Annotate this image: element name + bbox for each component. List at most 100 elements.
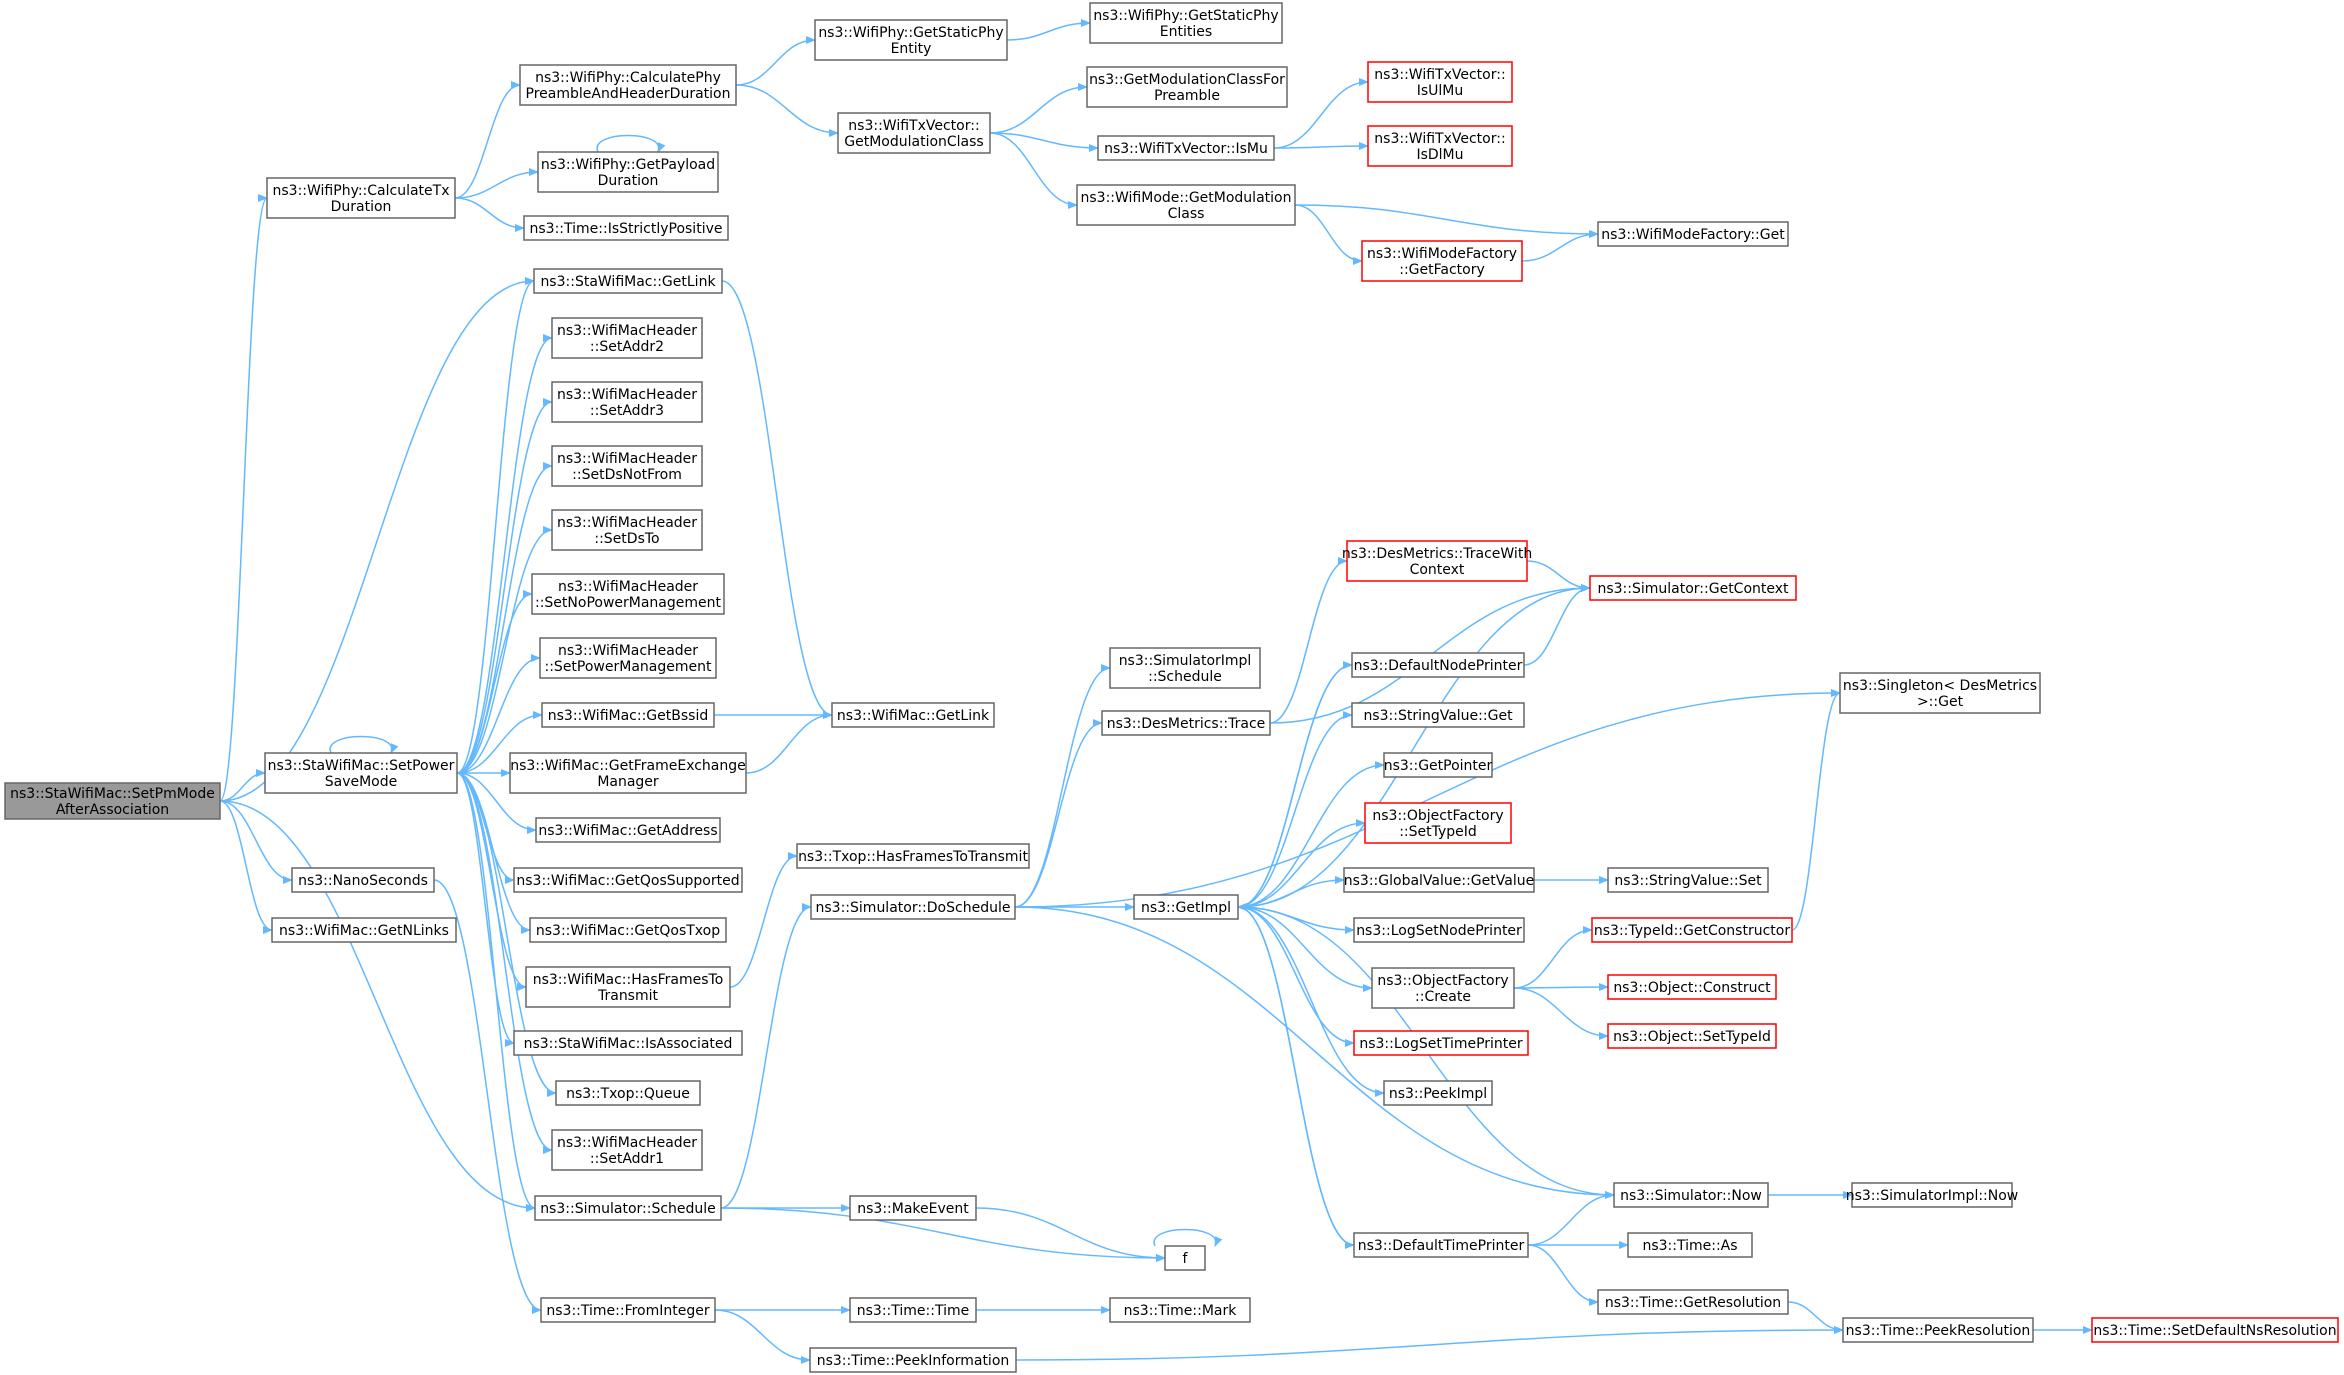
node-mode-get-mod-class[interactable]: ns3::WifiMode::GetModulationClass xyxy=(1076,184,1296,226)
node-set-addr2[interactable]: ns3::WifiMacHeader::SetAddr2 xyxy=(551,317,703,359)
node-box[interactable] xyxy=(1346,540,1528,582)
node-box[interactable] xyxy=(1607,867,1769,893)
node-box[interactable] xyxy=(1109,647,1261,689)
node-str-val-set[interactable]: ns3::StringValue::Set xyxy=(1607,867,1769,893)
node-mode-fact-get-factory[interactable]: ns3::WifiModeFactory::GetFactory xyxy=(1361,240,1523,282)
node-obj-construct[interactable]: ns3::Object::Construct xyxy=(1607,974,1777,1000)
node-box[interactable] xyxy=(533,268,723,294)
node-box[interactable] xyxy=(1371,967,1515,1009)
node-box[interactable] xyxy=(540,1297,716,1323)
node-time-get-res[interactable]: ns3::Time::GetResolution xyxy=(1597,1289,1789,1315)
node-txop-queue[interactable]: ns3::Txop::Queue xyxy=(555,1080,701,1106)
node-box[interactable] xyxy=(1097,135,1275,161)
node-box[interactable] xyxy=(1607,1023,1777,1049)
node-box[interactable] xyxy=(1364,802,1512,844)
node-sim-now[interactable]: ns3::Simulator::Now xyxy=(1613,1182,1769,1208)
node-box[interactable] xyxy=(1086,66,1288,108)
node-box[interactable] xyxy=(513,1030,743,1056)
node-box[interactable] xyxy=(266,177,456,219)
node-box[interactable] xyxy=(1842,1317,2034,1343)
node-box[interactable] xyxy=(1353,1030,1529,1056)
node-get-bssid[interactable]: ns3::WifiMac::GetBssid xyxy=(541,702,715,728)
node-box[interactable] xyxy=(551,445,703,487)
node-box[interactable] xyxy=(1383,1080,1493,1106)
node-make-event[interactable]: ns3::MakeEvent xyxy=(849,1195,977,1221)
node-get-address[interactable]: ns3::WifiMac::GetAddress xyxy=(535,817,721,843)
node-box[interactable] xyxy=(831,702,995,728)
node-get-qos-sup[interactable]: ns3::WifiMac::GetQosSupported xyxy=(513,867,743,893)
node-type-id-get-ctor[interactable]: ns3::TypeId::GetConstructor xyxy=(1591,917,1793,943)
node-box[interactable] xyxy=(1589,575,1797,601)
node-box[interactable] xyxy=(1367,125,1513,167)
node-get-nlinks[interactable]: ns3::WifiMac::GetNLinks xyxy=(271,917,457,943)
node-log-set-node[interactable]: ns3::LogSetNodePrinter xyxy=(1353,917,1525,943)
node-box[interactable] xyxy=(529,917,727,943)
node-box[interactable] xyxy=(4,782,221,820)
node-box[interactable] xyxy=(809,1347,1017,1373)
node-set-ds-to[interactable]: ns3::WifiMacHeader::SetDsTo xyxy=(551,509,703,551)
node-get-qos-txop[interactable]: ns3::WifiMac::GetQosTxop xyxy=(529,917,727,943)
node-box[interactable] xyxy=(291,867,435,893)
node-box[interactable] xyxy=(1627,1232,1753,1258)
node-box[interactable] xyxy=(1597,1289,1789,1315)
node-box[interactable] xyxy=(814,19,1008,61)
node-box[interactable] xyxy=(539,637,717,679)
node-def-time-printer[interactable]: ns3::DefaultTimePrinter xyxy=(1353,1232,1529,1258)
node-nano-sec[interactable]: ns3::NanoSeconds xyxy=(291,867,435,893)
node-box[interactable] xyxy=(555,1080,701,1106)
node-sim-impl-schedule[interactable]: ns3::SimulatorImpl::Schedule xyxy=(1109,647,1261,689)
node-get-impl[interactable]: ns3::GetImpl xyxy=(1133,894,1239,920)
node-box[interactable] xyxy=(535,817,721,843)
node-f[interactable]: f xyxy=(1164,1245,1206,1271)
node-box[interactable] xyxy=(796,843,1030,869)
node-box[interactable] xyxy=(1164,1245,1206,1271)
node-set-no-pwr[interactable]: ns3::WifiMacHeader::SetNoPowerManagement xyxy=(531,573,725,615)
node-box[interactable] xyxy=(849,1195,977,1221)
node-is-ul-mu[interactable]: ns3::WifiTxVector::IsUlMu xyxy=(1367,61,1513,103)
node-box[interactable] xyxy=(509,752,747,794)
node-box[interactable] xyxy=(1351,652,1525,678)
node-root[interactable]: ns3::StaWifiMac::SetPmModeAfterAssociati… xyxy=(4,782,221,820)
node-box[interactable] xyxy=(1607,974,1777,1000)
node-obj-fact-set-type-id[interactable]: ns3::ObjectFactory::SetTypeId xyxy=(1364,802,1512,844)
node-sim-impl-now[interactable]: ns3::SimulatorImpl::Now xyxy=(1846,1182,2019,1208)
node-box[interactable] xyxy=(1839,672,2041,714)
node-box[interactable] xyxy=(513,867,743,893)
node-get-context[interactable]: ns3::Simulator::GetContext xyxy=(1589,575,1797,601)
node-do-schedule[interactable]: ns3::Simulator::DoSchedule xyxy=(810,894,1016,920)
node-box[interactable] xyxy=(837,112,991,154)
node-has-frames[interactable]: ns3::WifiMac::HasFramesToTransmit xyxy=(525,966,731,1008)
node-str-val-get[interactable]: ns3::StringValue::Get xyxy=(1351,702,1525,728)
node-sim-schedule[interactable]: ns3::Simulator::Schedule xyxy=(534,1195,722,1221)
node-box[interactable] xyxy=(541,702,715,728)
node-box[interactable] xyxy=(1361,240,1523,282)
node-log-set-time[interactable]: ns3::LogSetTimePrinter xyxy=(1353,1030,1529,1056)
node-sta-get-link[interactable]: ns3::StaWifiMac::GetLink xyxy=(533,268,723,294)
node-box[interactable] xyxy=(523,215,729,241)
node-set-addr3[interactable]: ns3::WifiMacHeader::SetAddr3 xyxy=(551,381,703,423)
node-calc-pre[interactable]: ns3::WifiPhy::CalculatePhyPreambleAndHea… xyxy=(519,64,737,106)
node-box[interactable] xyxy=(525,966,731,1008)
node-peek-res[interactable]: ns3::Time::PeekResolution xyxy=(1842,1317,2034,1343)
node-def-node-printer[interactable]: ns3::DefaultNodePrinter xyxy=(1351,652,1525,678)
node-box[interactable] xyxy=(264,752,458,794)
node-obj-set-type-id[interactable]: ns3::Object::SetTypeId xyxy=(1607,1023,1777,1049)
node-box[interactable] xyxy=(1089,2,1283,44)
node-box[interactable] xyxy=(1101,710,1271,736)
node-box[interactable] xyxy=(551,381,703,423)
node-box[interactable] xyxy=(1109,1297,1251,1323)
node-box[interactable] xyxy=(1133,894,1239,920)
node-peek-info[interactable]: ns3::Time::PeekInformation xyxy=(809,1347,1017,1373)
node-box[interactable] xyxy=(1367,61,1513,103)
node-box[interactable] xyxy=(551,1129,703,1171)
node-is-assoc[interactable]: ns3::StaWifiMac::IsAssociated xyxy=(513,1030,743,1056)
node-singleton-get[interactable]: ns3::Singleton< DesMetrics >::Get xyxy=(1839,672,2041,714)
node-box[interactable] xyxy=(1353,917,1525,943)
